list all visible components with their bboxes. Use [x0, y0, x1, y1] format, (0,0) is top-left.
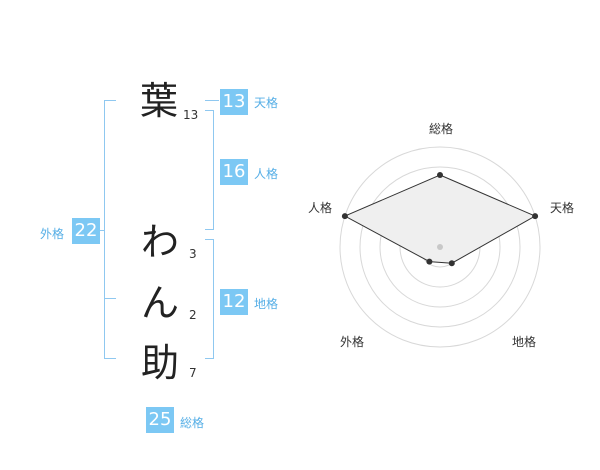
radar-data-polygon [343, 174, 537, 264]
jinkaku-score: 16 [220, 159, 248, 185]
radar-chart: 総格 天格 地格 外格 人格 [308, 121, 574, 349]
stroke-count-2: 3 [189, 247, 197, 261]
chikaku-bracket-bottom [205, 358, 213, 359]
radar-center-dot [437, 244, 443, 250]
radar-label-tenkaku: 天格 [550, 200, 574, 215]
name-char-4: 助 [141, 341, 180, 385]
radar-point-5 [341, 213, 348, 220]
radar-points [341, 172, 539, 267]
radar-label-soukaku: 総格 [429, 121, 453, 136]
gaikaku-bracket-stub [100, 230, 104, 231]
stroke-count-1: 13 [183, 108, 199, 122]
chikaku-bracket-vertical [213, 239, 214, 359]
radar-point-4 [426, 258, 433, 265]
radar-ring [339, 146, 541, 348]
soukaku-score: 25 [146, 407, 174, 433]
jinkaku-bracket-top [205, 110, 213, 111]
name-char-1: 葉 [140, 79, 179, 123]
radar-point-3 [448, 260, 455, 267]
stroke-count-4: 7 [189, 366, 197, 380]
chikaku-bracket-top [205, 239, 213, 240]
radar-label-jinkaku: 人格 [308, 200, 332, 215]
jinkaku-label: 人格 [254, 167, 279, 181]
gaikaku-bracket-bottom [104, 358, 116, 359]
name-char-3: ん [141, 281, 180, 325]
chikaku-score: 12 [220, 289, 248, 315]
chikaku-label: 地格 [254, 297, 279, 311]
tenkaku-label: 天格 [254, 96, 279, 110]
name-char-2: わ [141, 220, 180, 264]
tenkaku-score: 13 [220, 89, 248, 115]
gaikaku-label: 外格 [40, 227, 65, 241]
soukaku-label: 総格 [180, 416, 205, 430]
radar-point-1 [437, 172, 443, 178]
radar-label-gaikaku: 外格 [340, 334, 364, 349]
radar-ring [359, 166, 521, 328]
radar-label-chikaku: 地格 [512, 334, 536, 349]
jinkaku-bracket-bottom [205, 229, 213, 230]
jinkaku-bracket-vertical [213, 110, 214, 230]
tenkaku-bracket-line [205, 100, 219, 101]
gaikaku-bracket-mid [104, 298, 116, 299]
stroke-count-3: 2 [189, 308, 197, 322]
gaikaku-bracket-top [104, 100, 116, 101]
gaikaku-score: 22 [72, 218, 100, 244]
gaikaku-bracket-vertical [104, 100, 105, 359]
radar-point-2 [532, 213, 539, 220]
